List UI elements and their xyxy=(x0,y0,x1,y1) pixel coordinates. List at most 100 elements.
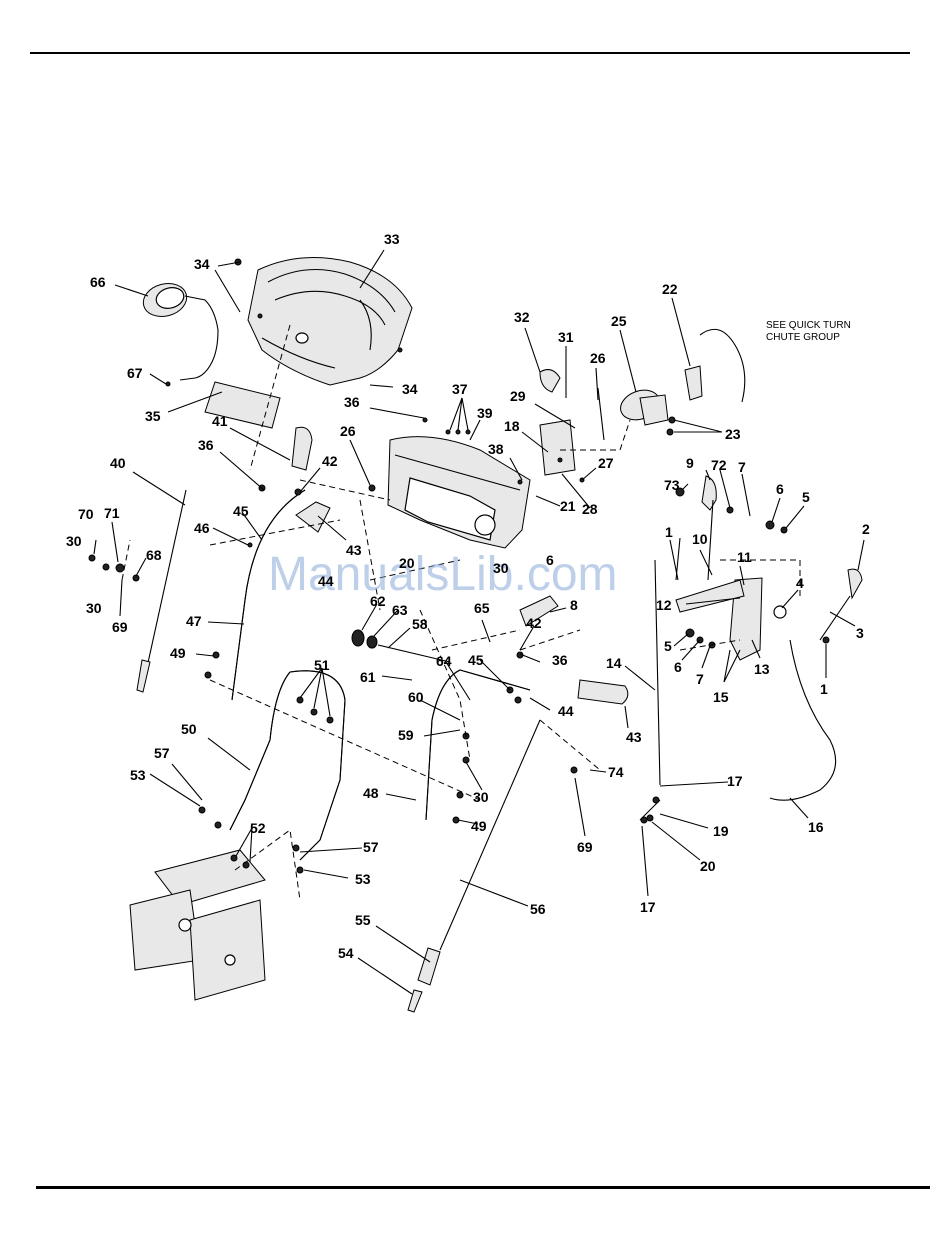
callout: 41 xyxy=(212,413,228,429)
callout: 26 xyxy=(590,350,606,366)
callout: 47 xyxy=(186,613,202,629)
callout: 20 xyxy=(399,555,415,571)
callout: 1 xyxy=(665,524,673,540)
note-line-2: CHUTE GROUP xyxy=(766,332,840,343)
callout: 12 xyxy=(656,597,672,613)
callout: 34 xyxy=(194,256,210,272)
callout: 9 xyxy=(686,455,694,471)
callout: 64 xyxy=(436,653,452,669)
callout: 5 xyxy=(664,638,672,654)
callout: 57 xyxy=(363,839,379,855)
callout: 30 xyxy=(473,789,489,805)
chute-crank-rod xyxy=(407,719,541,1013)
callout: 14 xyxy=(606,655,622,671)
callout: 53 xyxy=(355,871,371,887)
callout: 23 xyxy=(725,426,741,442)
callout: 36 xyxy=(198,437,214,453)
pivot-collar xyxy=(351,629,451,663)
callout: 73 xyxy=(664,477,680,493)
callout: 13 xyxy=(754,661,770,677)
callout: 48 xyxy=(363,785,379,801)
callout: 51 xyxy=(314,657,330,673)
lower-handle-assembly xyxy=(229,489,629,861)
callout: 27 xyxy=(598,455,614,471)
callout: 58 xyxy=(412,616,428,632)
hardware-fasteners xyxy=(88,258,830,874)
callout: 16 xyxy=(808,819,824,835)
callout: 22 xyxy=(662,281,678,297)
callout: 45 xyxy=(233,503,249,519)
callout: 43 xyxy=(346,542,362,558)
callout: 36 xyxy=(344,394,360,410)
callout: 50 xyxy=(181,721,197,737)
callout: 60 xyxy=(408,689,424,705)
lamp-shield xyxy=(204,381,281,429)
callout: 65 xyxy=(474,600,490,616)
callout: 46 xyxy=(194,520,210,536)
callout: 42 xyxy=(526,615,542,631)
callout: 69 xyxy=(577,839,593,855)
callout: 70 xyxy=(78,506,94,522)
callout: 30 xyxy=(493,560,509,576)
callout: 17 xyxy=(640,899,656,915)
assembly-guide-lines xyxy=(121,324,801,901)
callout: 17 xyxy=(727,773,743,789)
headlight-lamp xyxy=(142,283,219,381)
callout: 49 xyxy=(170,645,186,661)
callout: 67 xyxy=(127,365,143,381)
callout: 2 xyxy=(862,521,870,537)
callout: 6 xyxy=(674,659,682,675)
callout: 30 xyxy=(66,533,82,549)
callout: 33 xyxy=(384,231,400,247)
callout: 7 xyxy=(738,459,746,475)
callout: 8 xyxy=(570,597,578,613)
callout: 6 xyxy=(546,552,554,568)
console-housing xyxy=(387,436,531,549)
callout: 18 xyxy=(504,418,520,434)
bottom-rule xyxy=(36,1186,930,1189)
callout: 62 xyxy=(370,593,386,609)
callout: 54 xyxy=(338,945,354,961)
callout: 59 xyxy=(398,727,414,743)
callout: 38 xyxy=(488,441,504,457)
callout: 40 xyxy=(110,455,126,471)
callout: 37 xyxy=(452,381,468,397)
watermark: ManualsLib.com xyxy=(268,548,618,601)
callout: 4 xyxy=(796,575,804,591)
callout: 3 xyxy=(856,625,864,641)
callout: 71 xyxy=(104,505,120,521)
callout: 42 xyxy=(322,453,338,469)
callout: 45 xyxy=(468,652,484,668)
callout: 69 xyxy=(112,619,128,635)
shift-rod xyxy=(136,489,187,693)
callout: 20 xyxy=(700,858,716,874)
callout: 39 xyxy=(477,405,493,421)
callout: 68 xyxy=(146,547,162,563)
callout: 43 xyxy=(626,729,642,745)
frame-mount-plates xyxy=(129,849,266,1001)
callout: 36 xyxy=(552,652,568,668)
upper-handle-lever xyxy=(291,426,559,627)
callout: 15 xyxy=(713,689,729,705)
callout: 5 xyxy=(802,489,810,505)
callout: 57 xyxy=(154,745,170,761)
callout: 35 xyxy=(145,408,161,424)
callout: 66 xyxy=(90,274,106,290)
callout: 10 xyxy=(692,531,708,547)
callout: 32 xyxy=(514,309,530,325)
callout: 25 xyxy=(611,313,627,329)
callout: 21 xyxy=(560,498,576,514)
callout-numbers: 33 34 66 34 67 35 36 41 36 42 40 26 37 3… xyxy=(66,231,870,961)
callout: 6 xyxy=(776,481,784,497)
callout: 52 xyxy=(250,820,266,836)
callout: 44 xyxy=(558,703,574,719)
callout: 61 xyxy=(360,669,376,685)
callout: 74 xyxy=(608,764,624,780)
callout: 28 xyxy=(582,501,598,517)
callout: 7 xyxy=(696,671,704,687)
callout: 63 xyxy=(392,602,408,618)
leader-lines xyxy=(93,249,865,995)
callout: 34 xyxy=(402,381,418,397)
callout: 44 xyxy=(318,573,334,589)
